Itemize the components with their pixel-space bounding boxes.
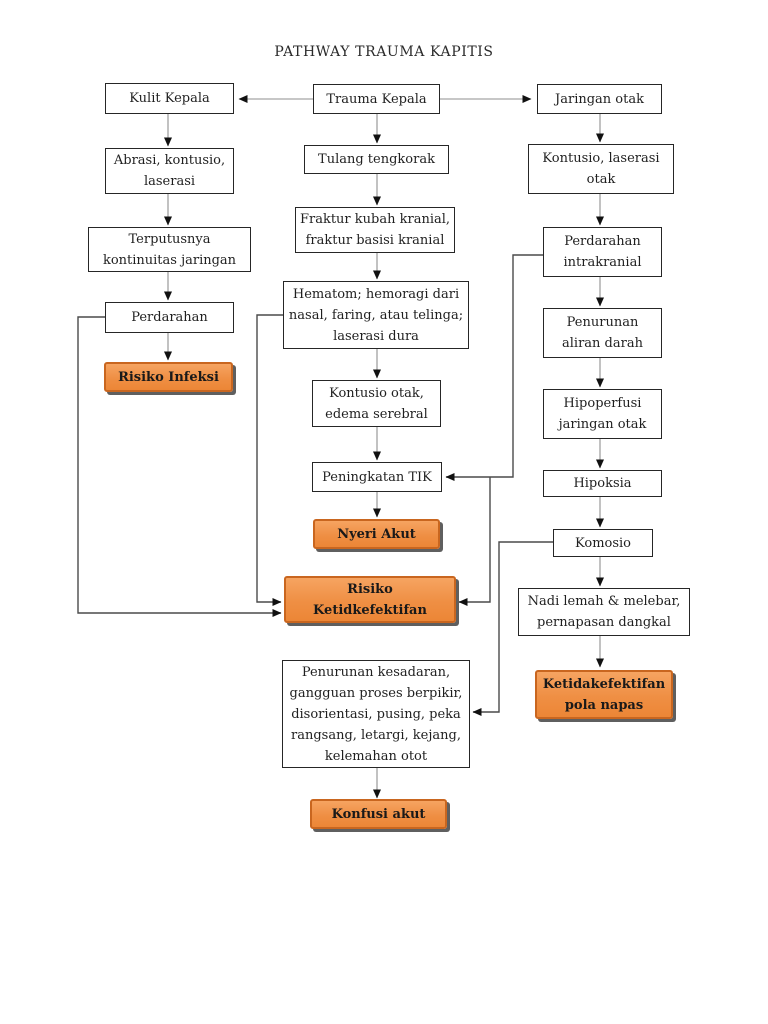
node-perdarahan: Perdarahan (105, 302, 234, 333)
node-hipoksia: Hipoksia (543, 470, 662, 497)
node-kontusio-laserasi-otak: Kontusio, laserasi otak (528, 144, 674, 194)
node-peningkatan-tik: Peningkatan TIK (312, 462, 442, 492)
edge-perdarahan-intra-to-risiko-ketidkefektifan (458, 477, 491, 606)
node-hipoperfusi-jaringan: Hipoperfusi jaringan otak (543, 389, 662, 439)
node-risiko-ketidkefektifan: Risiko Ketidkefektifan (284, 576, 456, 623)
node-nyeri-akut: Nyeri Akut (313, 519, 440, 549)
edge-hematom-to-risiko-ketidkefektifan (256, 314, 283, 606)
node-risiko-infeksi: Risiko Infeksi (104, 362, 233, 392)
node-abrasi-kontusio-laserasi: Abrasi, kontusio, laserasi (105, 148, 234, 194)
node-perdarahan-intrakranial: Perdarahan intrakranial (543, 227, 662, 277)
node-kontusio-otak-edema: Kontusio otak, edema serebral (312, 380, 441, 427)
node-hematom-hemoragi: Hematom; hemoragi dari nasal, faring, at… (283, 281, 469, 349)
node-jaringan-otak: Jaringan otak (537, 84, 662, 114)
node-tulang-tengkorak: Tulang tengkorak (304, 145, 449, 174)
node-komosio: Komosio (553, 529, 653, 557)
page-title: PATHWAY TRAUMA KAPITIS (274, 44, 494, 60)
node-trauma-kepala: Trauma Kepala (313, 84, 440, 114)
node-penurunan-kesadaran: Penurunan kesadaran, gangguan proses ber… (282, 660, 470, 768)
node-terputusnya-kontinuitas: Terputusnya kontinuitas jaringan (88, 227, 251, 272)
node-fraktur-kranial: Fraktur kubah kranial, fraktur basisi kr… (295, 207, 455, 253)
node-konfusi-akut: Konfusi akut (310, 799, 447, 829)
node-nadi-lemah-melebar: Nadi lemah & melebar, pernapasan dangkal (518, 588, 690, 636)
node-ketidakefektifan-pola-napas: Ketidakefektifan pola napas (535, 670, 673, 719)
node-penurunan-aliran-darah: Penurunan aliran darah (543, 308, 662, 358)
node-kulit-kepala: Kulit Kepala (105, 83, 234, 114)
